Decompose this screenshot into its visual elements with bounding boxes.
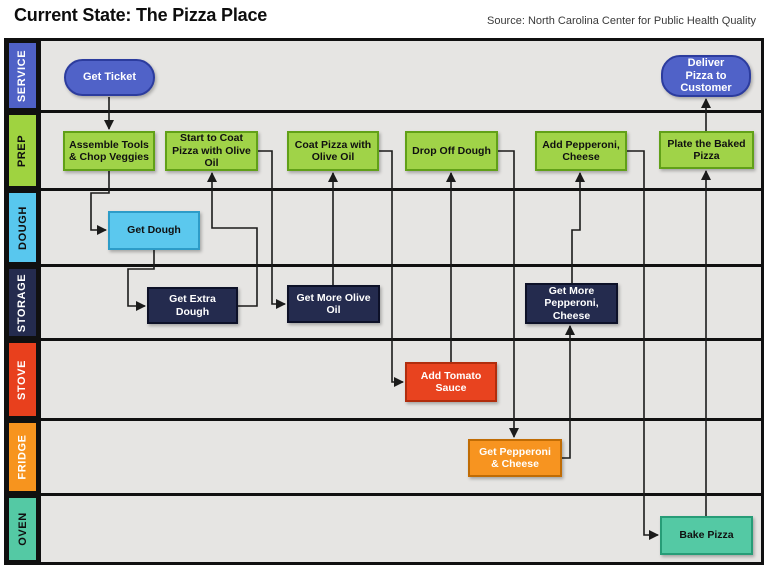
lane-oven: OVEN <box>7 496 761 562</box>
lane-label-dough: DOUGH <box>7 191 41 264</box>
lane-label-text-service: SERVICE <box>16 49 29 102</box>
lane-content-fridge <box>41 421 761 493</box>
node-get-ticket: Get Ticket <box>64 59 155 96</box>
node-get-pepperoni-and-cheese: Get Pepperoni & Cheese <box>468 439 562 477</box>
lane-label-storage: STORAGE <box>7 267 41 338</box>
lane-content-stove <box>41 341 761 418</box>
lane-label-prep: PREP <box>7 113 41 188</box>
node-deliver-pizza-to-customer: Deliver Pizza to Customer <box>661 55 751 97</box>
node-get-extra-dough: Get Extra Dough <box>147 287 238 324</box>
lane-stove: STOVE <box>7 341 761 421</box>
lane-content-service <box>41 41 761 110</box>
lane-label-box-stove: STOVE <box>7 341 38 418</box>
lane-label-box-dough: DOUGH <box>7 191 38 264</box>
lane-label-text-fridge: FRIDGE <box>16 434 29 480</box>
node-start-to-coat-pizza: Start to Coat Pizza with Olive Oil <box>165 131 258 171</box>
node-get-more-pepperoni-cheese: Get More Pepperoni, Cheese <box>525 283 618 324</box>
lane-label-service: SERVICE <box>7 41 41 110</box>
node-bake-pizza: Bake Pizza <box>660 516 753 555</box>
lane-label-text-oven: OVEN <box>16 512 29 546</box>
node-drop-off-dough: Drop Off Dough <box>405 131 498 171</box>
node-plate-the-baked-pizza: Plate the Baked Pizza <box>659 131 754 169</box>
lane-label-stove: STOVE <box>7 341 41 418</box>
node-coat-pizza-with-olive-oil: Coat Pizza with Olive Oil <box>287 131 379 171</box>
page-title: Current State: The Pizza Place <box>14 5 268 25</box>
lane-label-text-storage: STORAGE <box>16 273 29 332</box>
lane-label-text-dough: DOUGH <box>16 205 29 250</box>
node-get-more-olive-oil: Get More Olive Oil <box>287 285 380 323</box>
lane-label-text-stove: STOVE <box>16 359 29 400</box>
lane-label-box-service: SERVICE <box>7 41 38 110</box>
node-get-dough: Get Dough <box>108 211 200 250</box>
lane-label-text-prep: PREP <box>16 134 29 167</box>
lane-label-fridge: FRIDGE <box>7 421 41 493</box>
node-assemble-tools-chop-veggies: Assemble Tools & Chop Veggies <box>63 131 155 171</box>
lane-label-oven: OVEN <box>7 496 41 562</box>
lane-label-box-storage: STORAGE <box>7 267 38 338</box>
lane-storage: STORAGE <box>7 267 761 341</box>
lane-label-box-oven: OVEN <box>7 496 38 562</box>
lane-content-oven <box>41 496 761 562</box>
node-add-tomato-sauce: Add Tomato Sauce <box>405 362 497 402</box>
lane-frame: SERVICE PREP DOUGH STOR <box>4 38 764 565</box>
lane-label-box-fridge: FRIDGE <box>7 421 38 493</box>
lane-service: SERVICE <box>7 41 761 113</box>
lane-fridge: FRIDGE <box>7 421 761 496</box>
lane-label-box-prep: PREP <box>7 113 38 188</box>
node-add-pepperoni-cheese: Add Pepperoni, Cheese <box>535 131 627 171</box>
source-attribution: Source: North Carolina Center for Public… <box>486 15 756 27</box>
